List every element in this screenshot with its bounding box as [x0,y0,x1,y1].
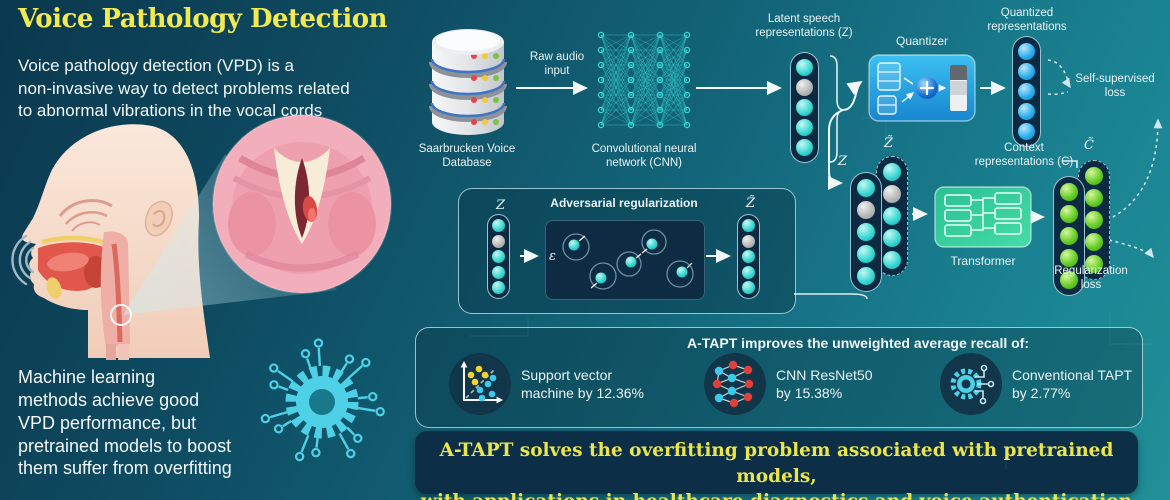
transformer-box [934,186,1032,248]
left-panel: Voice Pathology Detection Voice patholog… [0,0,410,500]
adv-z-tilde-column [737,214,760,299]
intro-text: Voice pathology detection (VPD) is a non… [18,56,350,121]
context-column [1053,176,1085,296]
z-label: Z [838,154,848,169]
database-icon [429,29,507,135]
neural-network-icon [704,353,766,415]
raw-audio-label: Raw audio input [529,51,585,78]
self-supervised-loss-label: Self-supervised loss [1075,73,1155,100]
recall-item-label: Support vector machine by 12.36% [521,367,644,401]
vocal-cords-inset [212,114,392,294]
epsilon-label: ε [549,249,556,264]
recall-item-label: Conventional TAPT by 2.77% [1012,367,1133,401]
head-illustration [11,114,392,360]
recall-title: A-TAPT improves the unweighted average r… [686,335,1030,351]
perturbation-icon [562,229,694,290]
adv-z-column [487,214,510,299]
cnn-icon [597,31,691,129]
latent-column [790,52,819,163]
perturbation-space-box [545,220,705,300]
scatter-plot-icon [449,353,511,415]
adversarial-title: Adversarial regularization [550,196,698,210]
quantizer-box [868,54,976,122]
adv-z-label: Z [496,198,506,213]
quantizer-label: Quantizer [895,34,949,48]
context-label: Context representations (C) [974,142,1074,169]
gear-circuit-icon [940,353,1002,415]
quantized-label: Quantized representations [987,7,1067,34]
gear-circuit-icon [260,338,385,462]
c-tilde-label: C̃ [1084,138,1094,153]
z-tilde-label: Z̃ [884,136,894,151]
recall-item-label: CNN ResNet50 by 15.38% [776,367,873,401]
head-profile [22,124,210,360]
adv-z-tilde-label: Z̃ [746,196,756,211]
cnn-label: Convolutional neural network (CNN) [591,143,697,170]
banner-line-1: A-TAPT solves the overfitting problem as… [439,440,1114,487]
banner-line-2: with applications in healthcare diagnost… [415,489,1138,500]
latent-label: Latent speech representations (Z) [755,13,853,40]
regularization-loss-label: Regularization loss [1054,265,1128,292]
database-label: Saarbrucken Voice Database [418,143,516,170]
ml-note-text: Machine learning methods achieve good VP… [18,367,232,479]
larynx-marker [110,304,132,326]
connector-arrows [470,55,1163,470]
sound-waves-icon [11,234,35,286]
pipeline-panel: A-TAPT improves the unweighted average r… [410,0,1170,500]
transformer-label: Transformer [950,254,1016,268]
z-tilde-column [876,156,908,276]
recall-panel: A-TAPT improves the unweighted average r… [415,327,1143,428]
conclusion-banner: A-TAPT solves the overfitting problem as… [415,431,1138,500]
page-title: Voice Pathology Detection [18,4,388,34]
quantized-column [1012,36,1041,147]
z-column [850,172,882,292]
